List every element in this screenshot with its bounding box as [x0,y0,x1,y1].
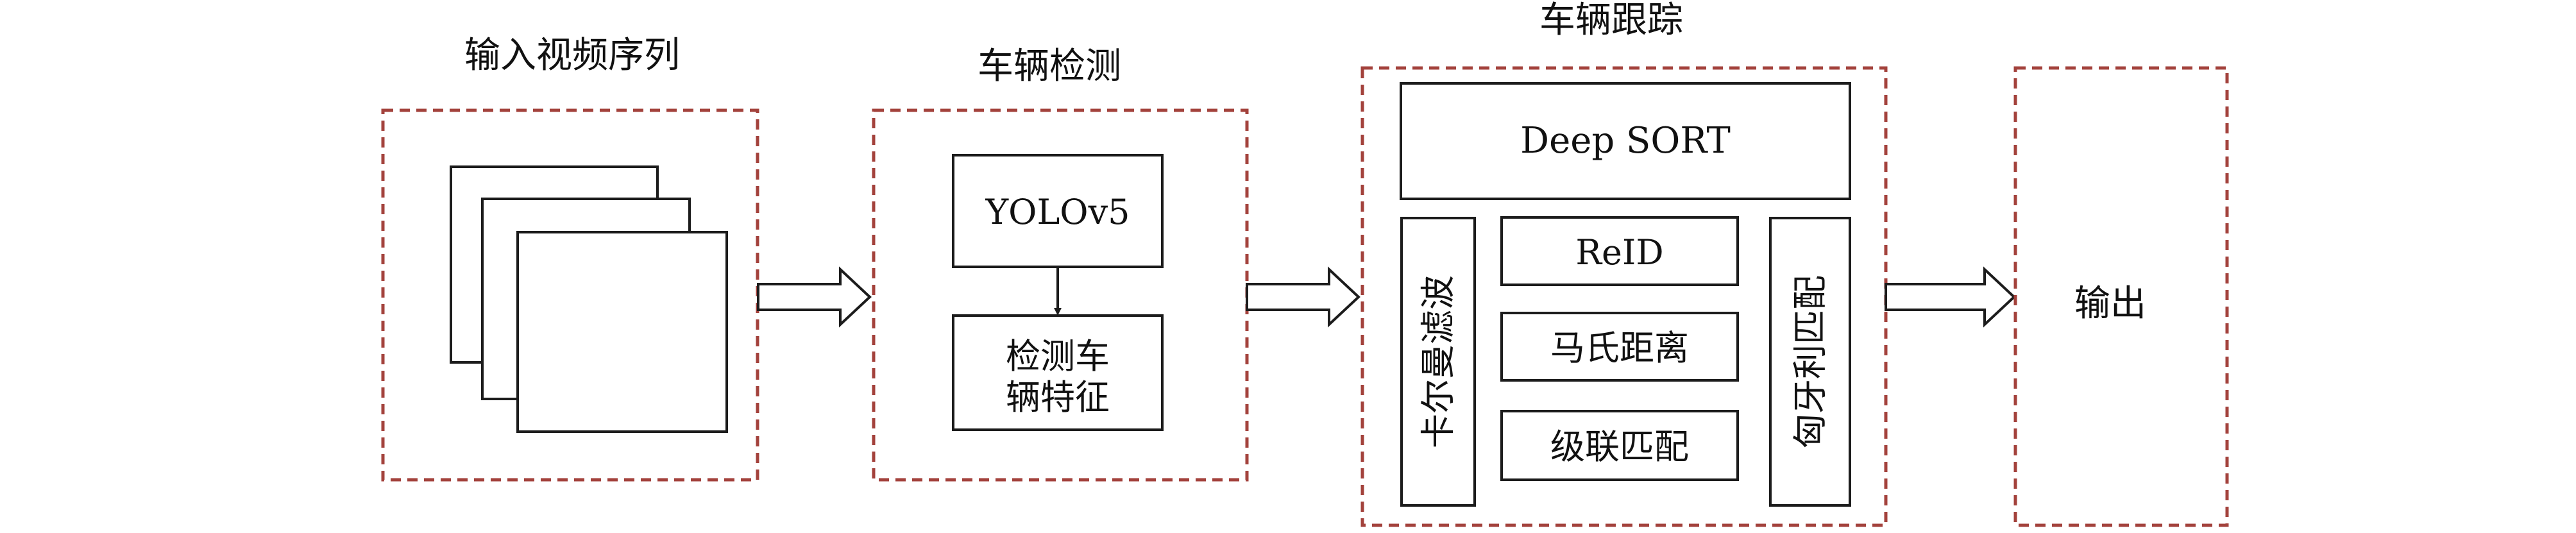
vehicle-feature-box [952,314,1164,431]
mahalanobis-distance-label: 马氏距离 [1550,328,1689,368]
yolov5-label: YOLOv5 [985,192,1130,232]
output-stage-box [2013,66,2229,527]
cascade-matching-label: 级联匹配 [1550,427,1689,467]
deep-sort-box [1400,82,1851,200]
output-label: 输出 [2074,283,2146,325]
reid-box [1500,216,1739,286]
hungarian-matching-label: 匈牙利匹配 [1790,275,1831,448]
arrow-tracking-to-output [1885,266,2016,328]
mahalanobis-distance-box [1500,312,1739,382]
video-frame-front [516,231,728,433]
tracking-stage-title: 车辆跟踪 [1539,0,1683,41]
kalman-filter-box [1400,217,1476,507]
detection-stage-title: 车辆检测 [978,46,1121,87]
kalman-filter-label: 卡尔曼滤波 [1418,275,1459,448]
arrow-detection-to-tracking [1246,266,1360,328]
input-stage-title: 输入视频序列 [464,35,680,76]
yolov5-box [952,154,1164,268]
hungarian-matching-box [1769,217,1851,507]
stacked-video-frames-icon [450,165,728,433]
reid-label: ReID [1575,232,1663,273]
cascade-matching-box [1500,410,1739,481]
arrow-input-to-detection [757,266,872,328]
vehicle-feature-label-line1: 检测车 [1006,336,1110,376]
vehicle-feature-label-line2: 辆特征 [1006,377,1110,418]
deep-sort-label: Deep SORT [1520,120,1731,162]
